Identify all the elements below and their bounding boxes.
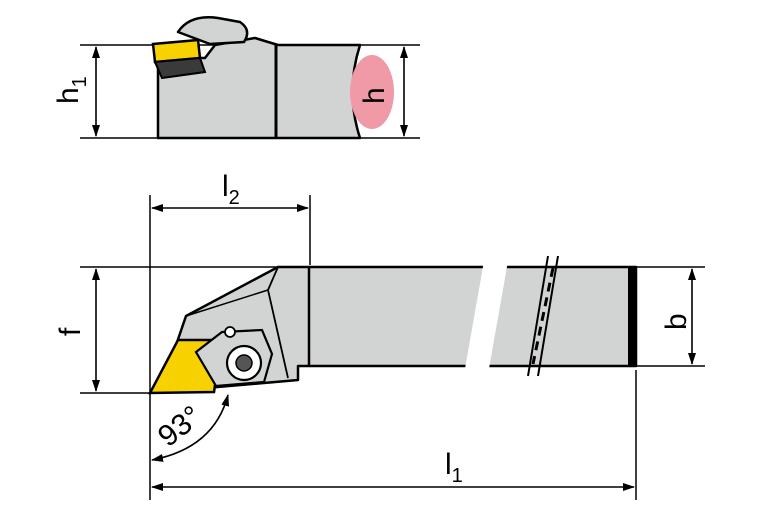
- break-line-right: [537, 255, 559, 377]
- h-label: h: [358, 87, 391, 104]
- side-view: h1 h: [52, 16, 420, 140]
- plan-view-head-chamfer: [185, 289, 269, 317]
- clamp-screw-head: [235, 354, 253, 372]
- side-view-clamp: [176, 16, 249, 46]
- l1-label: l1: [445, 448, 463, 487]
- break-gap: [464, 258, 509, 374]
- side-view-insert-seat: [153, 56, 207, 80]
- angle-label: 93°: [152, 400, 208, 454]
- plan-view-end-cap: [628, 267, 636, 366]
- f-label: f: [54, 327, 87, 336]
- break-line-center: [531, 267, 555, 365]
- b-label: b: [660, 313, 693, 330]
- l2-label: l2: [222, 170, 240, 209]
- clamp-pin: [224, 326, 236, 338]
- h1-label: h1: [52, 76, 91, 104]
- angle-dimension-arc: [151, 394, 230, 462]
- break-line-left: [527, 255, 549, 377]
- plan-view: l2 f b l1 93°: [54, 170, 705, 500]
- h-ellipse: [350, 55, 394, 129]
